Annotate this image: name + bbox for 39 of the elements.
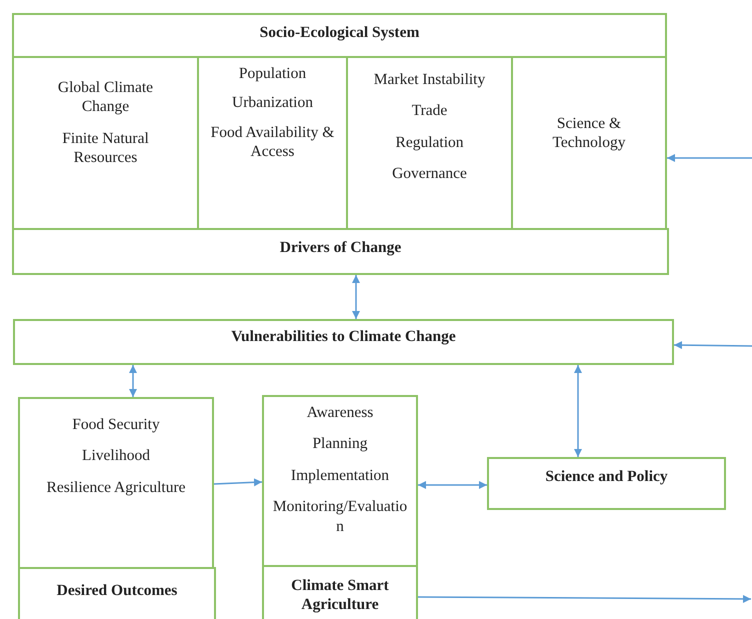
box-text: Market Instability [374,70,486,90]
box-text: Trade [412,101,448,121]
text-box [18,397,214,569]
box-text: Urbanization [232,93,313,113]
box-text: Desired Outcomes [56,581,178,600]
box-text: Food Security [72,415,160,434]
box-text: Science & Technology [552,114,626,153]
box-text: Livelihood [82,446,150,466]
box-text: Global Climate Change [56,78,154,117]
text-box [18,567,216,619]
box-text: Planning [312,434,368,454]
arrow [674,341,752,350]
text-box [12,228,669,275]
box-text: Regulation [395,132,464,152]
box-text: Monitoring/Evaluation [272,497,408,536]
arrow [667,154,752,162]
text-box [262,565,418,619]
text-box [12,13,667,58]
box-text: Population [238,64,306,84]
arrow [418,481,487,489]
box-text: Socio-Ecological System [260,23,420,42]
box-text: Drivers of Change [280,238,402,258]
arrow [352,275,360,319]
arrow [574,365,582,457]
arrow [418,594,751,603]
text-box [487,457,726,510]
box-text: Vulnerabilities to Climate Change [231,327,456,346]
text-box [13,319,674,365]
box-text: Food Availability & Access [210,122,336,162]
box-text: Resilience Agriculture [46,478,186,498]
box-text: Implementation [290,466,390,486]
box-text: Awareness [306,403,374,422]
box-text: Science and Policy [545,467,668,486]
box-text: Finite Natural Resources [61,128,150,168]
box-text: Governance [392,164,467,184]
arrow [214,478,262,486]
text-box [262,395,418,567]
box-text: Climate Smart Agriculture [290,576,390,615]
arrow [129,365,137,397]
